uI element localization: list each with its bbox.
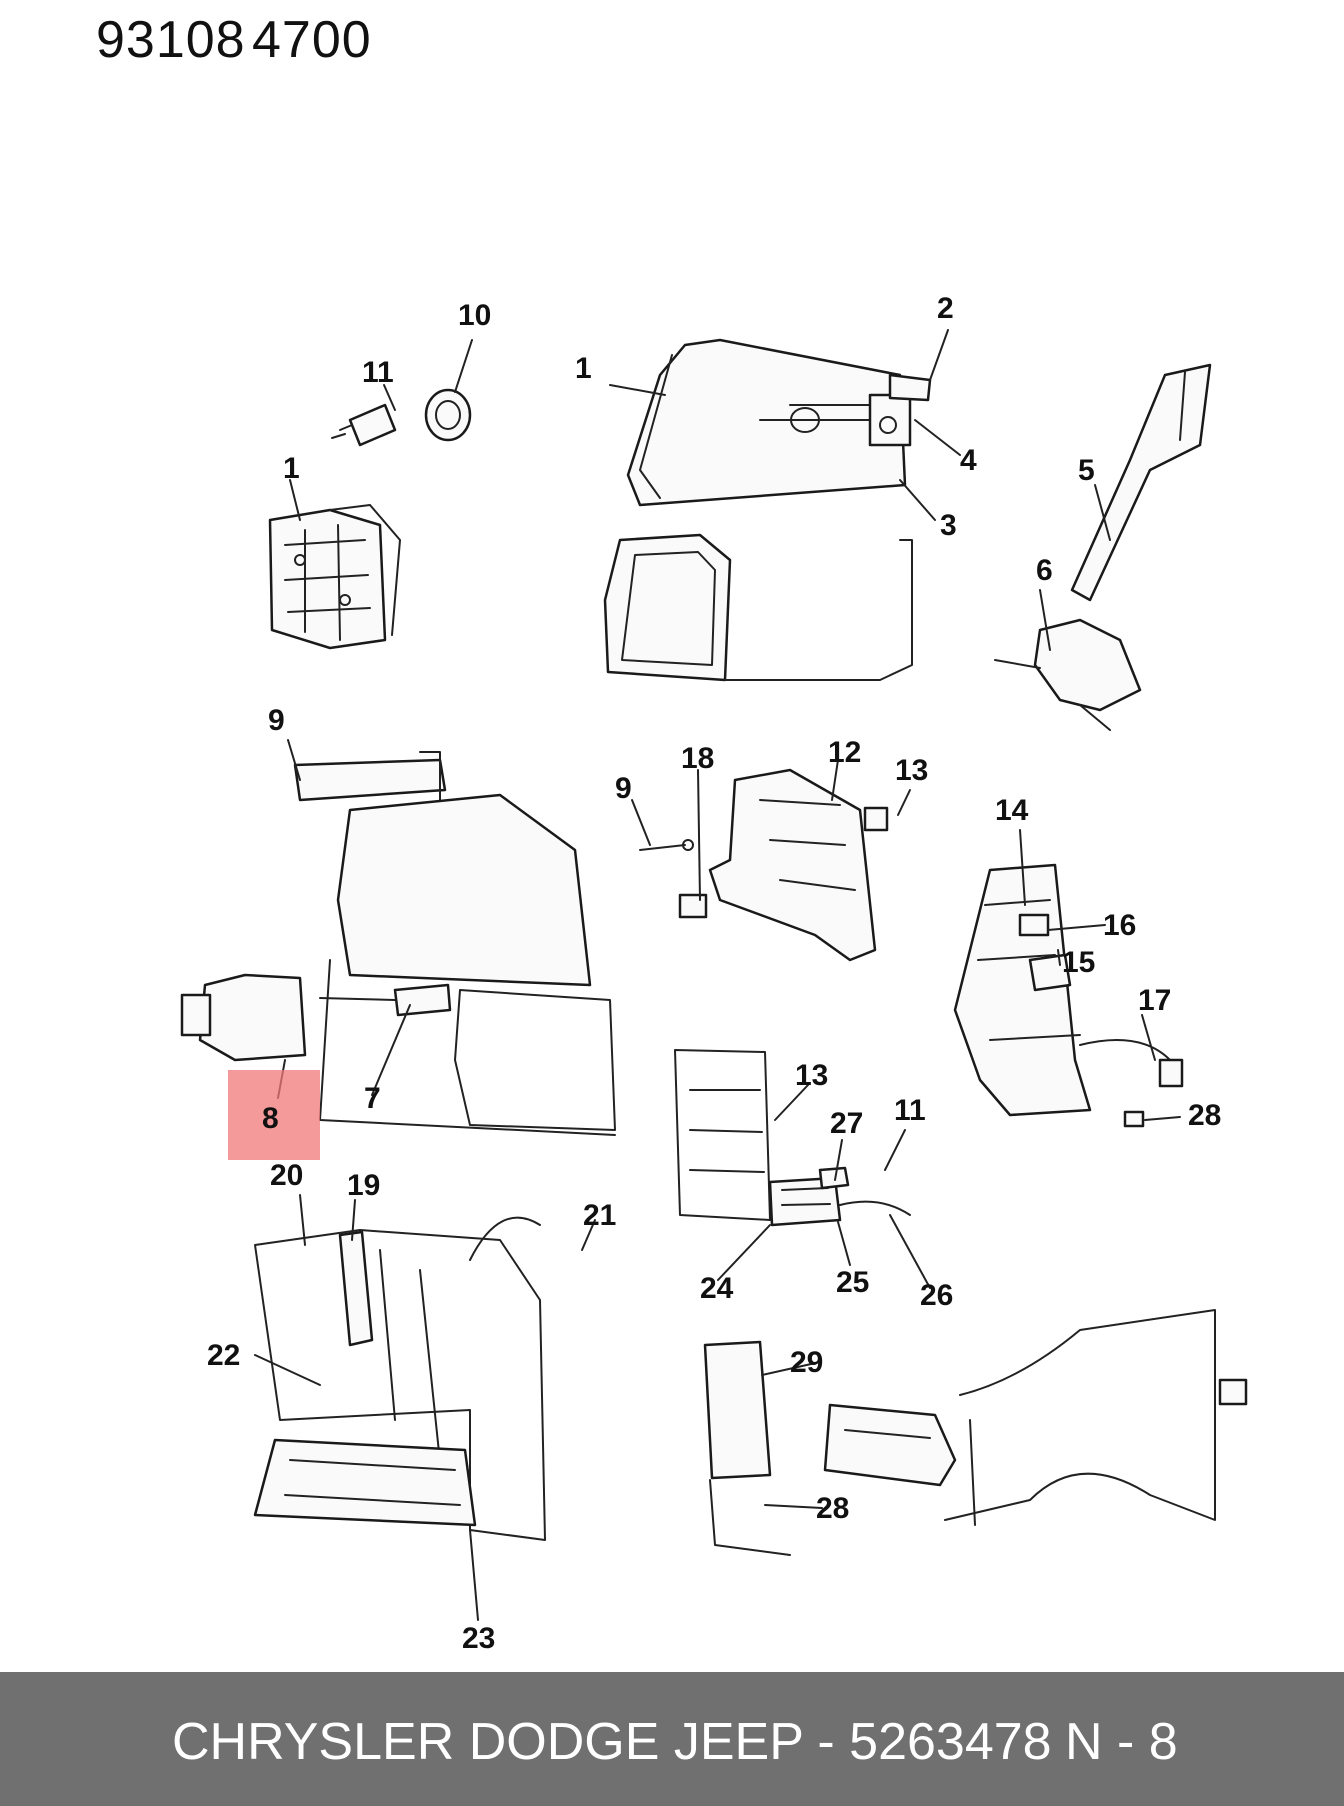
callout-22: 22	[207, 1339, 240, 1372]
callout-28: 28	[816, 1492, 849, 1525]
callout-9: 9	[615, 772, 632, 805]
park-lamp-socket-part[interactable]	[818, 1166, 850, 1190]
callout-7: 7	[364, 1082, 381, 1115]
grille-bracket-part[interactable]	[338, 1230, 374, 1347]
grille-panel-part[interactable]	[674, 1049, 771, 1221]
highlight-marker	[228, 1070, 320, 1160]
lamp-mounting-bracket-part[interactable]	[708, 768, 889, 962]
callout-14: 14	[995, 794, 1029, 827]
retaining-ring-part[interactable]	[424, 388, 472, 442]
callout-13: 13	[795, 1059, 828, 1092]
headlamp-adjuster-part[interactable]	[180, 973, 307, 1062]
headlamp-housing-part[interactable]	[319, 793, 616, 1136]
callout-1: 1	[575, 352, 592, 385]
headlamp-mounting-bracket-part[interactable]	[293, 751, 447, 802]
mounting-clip-part[interactable]	[888, 373, 932, 402]
callout-23: 23	[462, 1622, 495, 1655]
callout-11: 11	[362, 356, 394, 389]
callout-3: 3	[940, 509, 957, 542]
callout-11: 11	[894, 1094, 926, 1127]
callout-1: 1	[283, 452, 300, 485]
diagram-code-left: 93108	[96, 11, 246, 69]
leader-lines	[254, 329, 1181, 1621]
callout-25: 25	[836, 1266, 869, 1299]
turn-signal-lamp-part[interactable]	[253, 1438, 477, 1527]
turn-signal-switch-part[interactable]	[994, 618, 1142, 731]
fender-side-lamp-part[interactable]	[823, 1403, 957, 1487]
callout-21: 21	[583, 1199, 616, 1232]
footer-page-ref: N - 8	[1065, 1713, 1178, 1771]
callout-2: 2	[937, 292, 954, 325]
callout-6: 6	[1036, 554, 1053, 587]
diagram-code-right: 4700	[252, 11, 372, 69]
footer-brand-part-number: CHRYSLER DODGE JEEP - 5263478	[172, 1713, 1052, 1771]
callout-labels: 1 1 2 3 4 5 6 7 8 9 9 10 11 11 12 13 13 …	[207, 292, 1221, 1655]
headlamp-sealed-beam-part[interactable]	[268, 504, 401, 650]
callout-18: 18	[681, 742, 714, 775]
callout-28: 28	[1188, 1099, 1221, 1132]
callout-16: 16	[1103, 909, 1136, 942]
callout-10: 10	[458, 299, 491, 332]
callout-26: 26	[920, 1279, 953, 1312]
marker-wiring-part[interactable]	[1079, 1039, 1184, 1088]
callout-27: 27	[830, 1107, 863, 1140]
exploded-parts-diagram: 1 1 2 3 4 5 6 7 8 9 9 10 11 11 12 13 13 …	[180, 292, 1248, 1655]
composite-headlamp-part[interactable]	[626, 338, 912, 507]
callout-24: 24	[700, 1272, 734, 1305]
callout-12: 12	[828, 736, 861, 769]
footer-bar: CHRYSLER DODGE JEEP - 5263478 N - 8	[0, 1672, 1344, 1806]
turn-signal-lever-part[interactable]	[1070, 363, 1212, 602]
adjuster-screw-part[interactable]	[319, 983, 452, 1017]
park-lamp-part[interactable]	[768, 1176, 842, 1227]
callout-8: 8	[262, 1102, 279, 1135]
callout-17: 17	[1138, 984, 1171, 1017]
park-lamp-wiring-part[interactable]	[839, 1200, 911, 1216]
callout-5: 5	[1078, 454, 1095, 487]
callout-9: 9	[268, 704, 285, 737]
callout-15: 15	[1062, 946, 1095, 979]
callout-29: 29	[790, 1346, 823, 1379]
bracket-nut-part[interactable]	[678, 893, 708, 919]
side-marker-lamp-part[interactable]	[953, 863, 1092, 1117]
cornering-lamp-bracket-part[interactable]	[703, 1340, 791, 1556]
push-pin-part[interactable]	[1123, 1110, 1145, 1128]
bulb-socket-part[interactable]	[331, 403, 397, 447]
fender-panel-part[interactable]	[944, 1309, 1248, 1526]
callout-13: 13	[895, 754, 928, 787]
callout-20: 20	[270, 1159, 303, 1192]
callout-4: 4	[960, 444, 977, 477]
headlamp-bezel-part[interactable]	[603, 533, 913, 682]
bracket-screw-part[interactable]	[639, 839, 694, 851]
marker-bulb-part[interactable]	[1018, 913, 1050, 937]
callout-19: 19	[347, 1169, 380, 1202]
